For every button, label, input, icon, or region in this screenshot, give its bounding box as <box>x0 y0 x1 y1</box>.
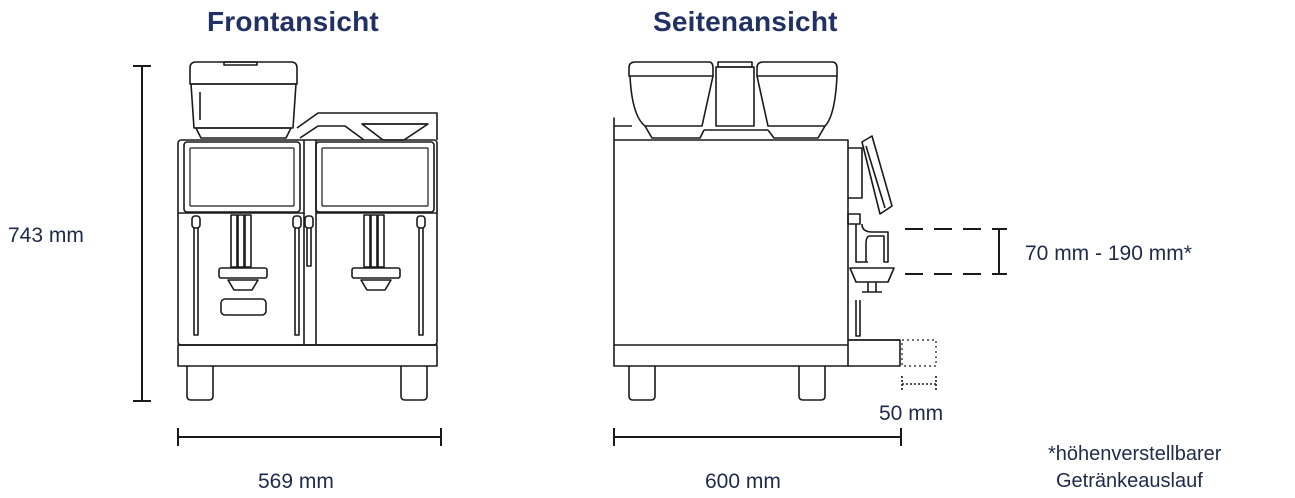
tray-offset-dimension-label: 50 mm <box>879 402 944 425</box>
front-width-dimension-label: 569 mm <box>258 470 334 493</box>
front-view-title: Frontansicht <box>207 6 379 37</box>
side-bean-hoppers <box>628 61 838 139</box>
front-width-dimension-line <box>177 428 442 446</box>
footnote: *höhenverstellbarer Getränkeauslauf <box>1048 441 1221 495</box>
footnote-line-2: Getränkeauslauf <box>1056 470 1203 492</box>
front-right-display <box>315 141 435 213</box>
front-left-brew-group <box>218 214 268 316</box>
front-right-brew-group <box>351 214 401 291</box>
front-right-top-cover <box>296 112 438 141</box>
height-dimension-line <box>133 65 151 402</box>
side-display-panel <box>848 135 893 215</box>
front-body <box>177 139 438 367</box>
side-feet <box>628 366 826 401</box>
height-dimension-label: 743 mm <box>8 224 84 247</box>
side-depth-dimension-label: 600 mm <box>705 470 781 493</box>
side-view-machine-drawing <box>613 61 1007 446</box>
tray-offset-dimension-line <box>901 376 937 392</box>
footnote-line-1: *höhenverstellbarer <box>1048 443 1222 465</box>
spout-range-dimension-label: 70 mm - 190 mm* <box>1025 242 1192 265</box>
side-drip-tray-outline <box>901 339 937 367</box>
front-view-machine-drawing <box>133 61 442 446</box>
front-feet <box>186 366 428 401</box>
side-beverage-spout <box>847 213 895 337</box>
side-body <box>613 117 901 367</box>
front-steam-wands <box>191 215 426 336</box>
front-bean-hopper <box>189 61 298 139</box>
side-depth-dimension-line <box>613 428 902 446</box>
front-left-display <box>183 141 301 213</box>
spout-range-dimension-line <box>905 228 1007 275</box>
side-view-title: Seitenansicht <box>653 6 838 37</box>
